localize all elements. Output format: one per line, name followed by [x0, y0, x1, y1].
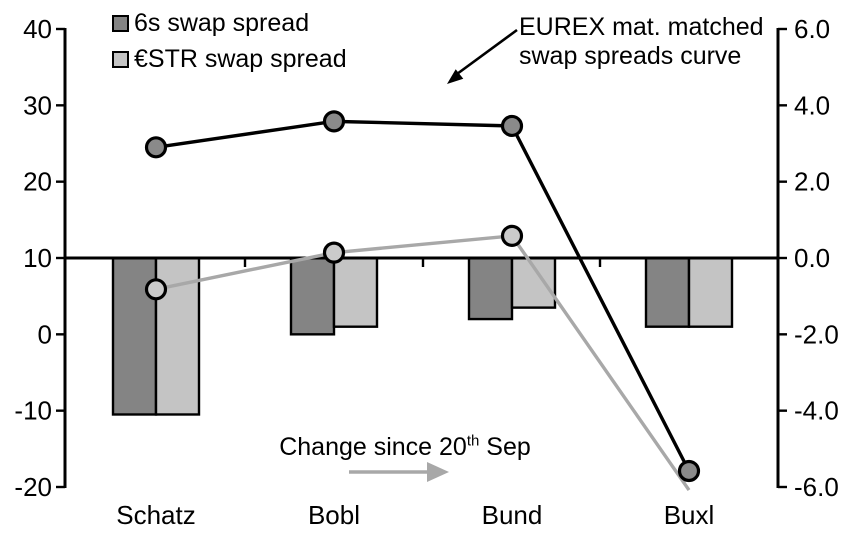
x-axis-category-label: Bund: [482, 500, 543, 530]
bar-6s-buxl: [644, 256, 691, 328]
curve-annotation: EUREX mat. matched swap spreads curve: [519, 13, 764, 71]
left-axis-tick-label: 20: [23, 167, 52, 197]
left-axis-tick-label: 30: [23, 90, 52, 120]
legend-swatch-6s-icon: [112, 15, 129, 32]
left-axis-tick-label: -20: [14, 472, 52, 502]
right-axis-tick-label: 6.0: [794, 14, 830, 44]
marker-6s-bobl: [322, 110, 346, 133]
curve-annotation-line2: swap spreads curve: [519, 42, 742, 70]
marker-6s-schatz: [144, 136, 168, 159]
line-6s: [155, 119, 691, 472]
x-axis-category-label: Buxl: [664, 500, 715, 530]
legend: 6s swap spread €STR swap spread: [112, 9, 347, 81]
left-axis-tick-label: 40: [23, 14, 52, 44]
change-annotation-sup: th: [466, 432, 480, 450]
right-axis-tick-label: 2.0: [794, 167, 830, 197]
change-annotation-prefix: Change since 20: [279, 433, 467, 461]
marker-estr-bobl: [322, 241, 346, 264]
legend-swatch-estr-icon: [112, 51, 129, 68]
x-axis-category-label: Bobl: [308, 500, 360, 530]
change-annotation-suffix: Sep: [479, 433, 531, 461]
x-axis-category-label: Schatz: [116, 500, 196, 530]
curve-arrow-head-icon: [447, 69, 464, 84]
right-axis-tick-label: -6.0: [794, 472, 839, 502]
bar-6s-bund: [467, 256, 514, 321]
marker-6s-bund: [500, 114, 524, 138]
bar-estr-buxl: [687, 256, 734, 328]
legend-item-estr: €STR swap spread: [112, 45, 347, 74]
right-axis-tick-label: -4.0: [794, 396, 839, 426]
marker-estr-bund: [500, 224, 524, 247]
change-annotation: Change since 20th Sep: [260, 433, 550, 461]
right-axis-tick-label: 4.0: [794, 90, 830, 120]
right-axis-tick-label: -2.0: [794, 319, 839, 349]
left-axis-tick-label: -10: [14, 396, 52, 426]
marker-estr-schatz: [144, 278, 168, 301]
bar-estr-bobl: [332, 256, 379, 328]
line-estr: [155, 234, 691, 492]
legend-label-estr: €STR swap spread: [134, 45, 347, 73]
curve-annotation-line1: EUREX mat. matched: [519, 13, 764, 41]
change-arrow-head-icon: [427, 462, 449, 482]
left-axis-tick-label: 0: [38, 319, 52, 349]
curve-arrow-shaft: [456, 28, 518, 76]
legend-label-6s: 6s swap spread: [134, 9, 310, 37]
bar-6s-bobl: [289, 256, 336, 336]
right-axis-tick-label: 0.0: [794, 243, 830, 273]
left-axis-tick-label: 10: [23, 243, 52, 273]
marker-6s-buxl: [677, 459, 701, 483]
legend-item-6s: 6s swap spread: [112, 9, 347, 38]
